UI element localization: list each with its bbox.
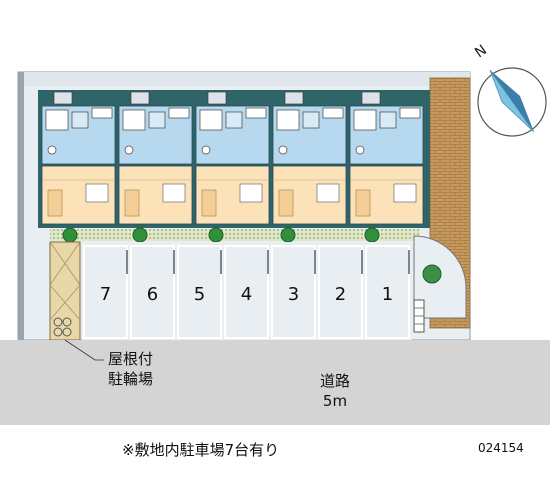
parking-space-number: 3 (288, 284, 299, 305)
parking-space-number: 5 (194, 284, 205, 305)
road-label-line2: 5m (322, 392, 348, 410)
bike-shed-label-line2: 駐輪場 (108, 370, 154, 388)
unit-bath (276, 109, 300, 131)
unit-bath (45, 109, 69, 131)
unit-bed (316, 183, 340, 203)
unit-bath (353, 109, 377, 131)
parking-bay (177, 245, 222, 339)
apartment-unit (272, 91, 347, 225)
parking-space-number: 4 (241, 284, 252, 305)
unit-toilet (47, 145, 57, 155)
road-label: 道路 5m (300, 371, 370, 411)
unit-balcony (130, 91, 150, 105)
compass: N (472, 42, 547, 137)
unit-balcony (284, 91, 304, 105)
boundary-wall-left (18, 72, 24, 340)
unit-toilet (355, 145, 365, 155)
unit-bed (85, 183, 109, 203)
tree-row (62, 227, 380, 243)
unit-kitchen (71, 111, 89, 129)
unit-window (322, 107, 344, 119)
parking-bay-stop (220, 250, 222, 274)
tree (132, 227, 148, 243)
parking-note: ※敷地内駐車場7台有り (122, 441, 280, 459)
unit-bath (122, 109, 146, 131)
unit-toilet (124, 145, 134, 155)
unit-toilet (201, 145, 211, 155)
parking-bay (224, 245, 269, 339)
unit-closet (278, 189, 294, 217)
property-code: 024154 (478, 441, 524, 455)
parking-bay-stop (361, 250, 363, 274)
mailbox-lines (414, 307, 424, 325)
parking-bay-stop (126, 250, 128, 274)
parking-bay-stop (408, 250, 410, 274)
tree (62, 227, 78, 243)
compass-north-label: N (472, 42, 490, 61)
tree (208, 227, 224, 243)
unit-window (399, 107, 421, 119)
road-label-line1: 道路 (319, 372, 350, 390)
unit-window (91, 107, 113, 119)
unit-kitchen (302, 111, 320, 129)
site-shadow-band (18, 72, 470, 86)
bike-shed-bikes (53, 317, 72, 337)
parking-bay-stop (173, 250, 175, 274)
unit-closet (355, 189, 371, 217)
parking-space-number: 1 (382, 284, 393, 305)
unit-bed (393, 183, 417, 203)
compass-needle-tail (490, 70, 534, 132)
unit-kitchen (225, 111, 243, 129)
unit-window (245, 107, 267, 119)
parking-space-number: 2 (335, 284, 346, 305)
unit-bed (239, 183, 263, 203)
parking-bay (365, 245, 410, 339)
apartment-units (41, 91, 424, 225)
parking-space-number: 7 (100, 284, 111, 305)
parking-bay (271, 245, 316, 339)
garden-shrub (422, 264, 442, 284)
unit-bath (199, 109, 223, 131)
unit-toilet (278, 145, 288, 155)
parking-bay (83, 245, 128, 339)
tree (280, 227, 296, 243)
apartment-unit (118, 91, 193, 225)
unit-balcony (53, 91, 73, 105)
unit-closet (124, 189, 140, 217)
unit-balcony (207, 91, 227, 105)
parking-bay (130, 245, 175, 339)
unit-bed (162, 183, 186, 203)
bike-shed-hatch (49, 241, 81, 321)
parking-bay-stop (314, 250, 316, 274)
parking-bays: 7 6 5 4 3 2 1 (83, 245, 410, 339)
unit-balcony (361, 91, 381, 105)
apartment-unit (349, 91, 424, 225)
unit-kitchen (148, 111, 166, 129)
unit-window (168, 107, 190, 119)
unit-closet (47, 189, 63, 217)
unit-kitchen (379, 111, 397, 129)
parking-bay (318, 245, 363, 339)
shed-leader-line (64, 339, 104, 361)
tree (364, 227, 380, 243)
apartment-unit (195, 91, 270, 225)
parking-bay-stop (267, 250, 269, 274)
bike-shed-label: 屋根付 駐輪場 (108, 349, 153, 389)
apartment-unit (41, 91, 116, 225)
unit-closet (201, 189, 217, 217)
parking-space-number: 6 (147, 284, 158, 305)
bike-shed-label-line1: 屋根付 (108, 350, 154, 368)
road (0, 340, 550, 425)
